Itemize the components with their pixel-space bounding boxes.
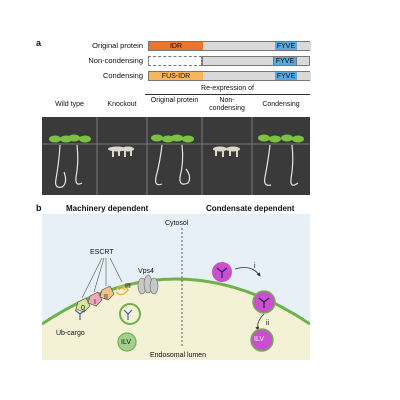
protein-tail bbox=[297, 42, 311, 50]
panel-a-label: a bbox=[36, 38, 42, 48]
panel-b-label: b bbox=[36, 203, 42, 213]
step-i-label: i bbox=[254, 263, 256, 270]
col-label-wild-type: Wild type bbox=[55, 101, 84, 108]
protein-body bbox=[203, 42, 289, 50]
machinery-title: Machinery dependent bbox=[66, 204, 149, 213]
col-label-knockout: Knockout bbox=[107, 101, 137, 108]
step-ii-label: ii bbox=[266, 320, 270, 327]
deleted-region bbox=[148, 56, 202, 66]
protein-tail bbox=[297, 72, 311, 80]
endosome-diagram bbox=[42, 214, 310, 360]
reexpression-line bbox=[145, 94, 310, 95]
escrt-subunit-i: I bbox=[94, 299, 96, 306]
ilv-label-right: ILV bbox=[254, 336, 264, 343]
row-label-original: Original protein bbox=[92, 41, 143, 50]
seedling-knockout bbox=[108, 146, 134, 157]
escrt-subunit-iii: III bbox=[125, 283, 131, 290]
idr-domain: IDR bbox=[149, 42, 203, 50]
fus-idr-domain: FUS-IDR bbox=[149, 72, 203, 80]
protein-tail bbox=[296, 56, 310, 66]
seedling-photo bbox=[42, 117, 310, 195]
seedling-non-condensing bbox=[213, 146, 240, 157]
ub-cargo-label: Ub-cargo bbox=[56, 330, 85, 337]
condensate-title: Condensate dependent bbox=[206, 204, 295, 213]
lumen-label: Endosomal lumen bbox=[150, 352, 207, 359]
fyve-domain: FYVE bbox=[275, 42, 297, 50]
col-label-condensing: Condensing bbox=[262, 101, 300, 108]
protein-body bbox=[202, 56, 274, 66]
seedling-original bbox=[155, 144, 191, 186]
escrt-subunit-ii: II bbox=[104, 294, 108, 301]
protein-bar-original: IDR FYVE bbox=[148, 41, 311, 51]
row-label-non-condensing: Non-condensing bbox=[88, 56, 143, 65]
vps4-label: Vps4 bbox=[138, 268, 154, 275]
cytosol-label: Cytosol bbox=[165, 220, 189, 227]
seedling-wild-type bbox=[55, 144, 83, 188]
escrt-label: ESCRT bbox=[90, 249, 114, 256]
protein-bar-condensing: FUS-IDR FYVE bbox=[148, 71, 311, 81]
row-label-condensing: Condensing bbox=[102, 71, 143, 80]
reexpression-header: Re-expression of bbox=[201, 85, 254, 92]
seedling-condensing bbox=[264, 144, 299, 186]
ilv-label-left: ILV bbox=[121, 339, 131, 346]
escrt-subunit-0: 0 bbox=[81, 305, 85, 312]
protein-body bbox=[203, 72, 289, 80]
fyve-domain: FYVE bbox=[274, 56, 296, 66]
col-label-original: Original protein bbox=[150, 97, 199, 104]
fyve-domain: FYVE bbox=[275, 72, 297, 80]
col-label-non-condensing: Non-condensing bbox=[209, 97, 245, 112]
protein-bar-non-condensing: FYVE bbox=[148, 56, 310, 66]
